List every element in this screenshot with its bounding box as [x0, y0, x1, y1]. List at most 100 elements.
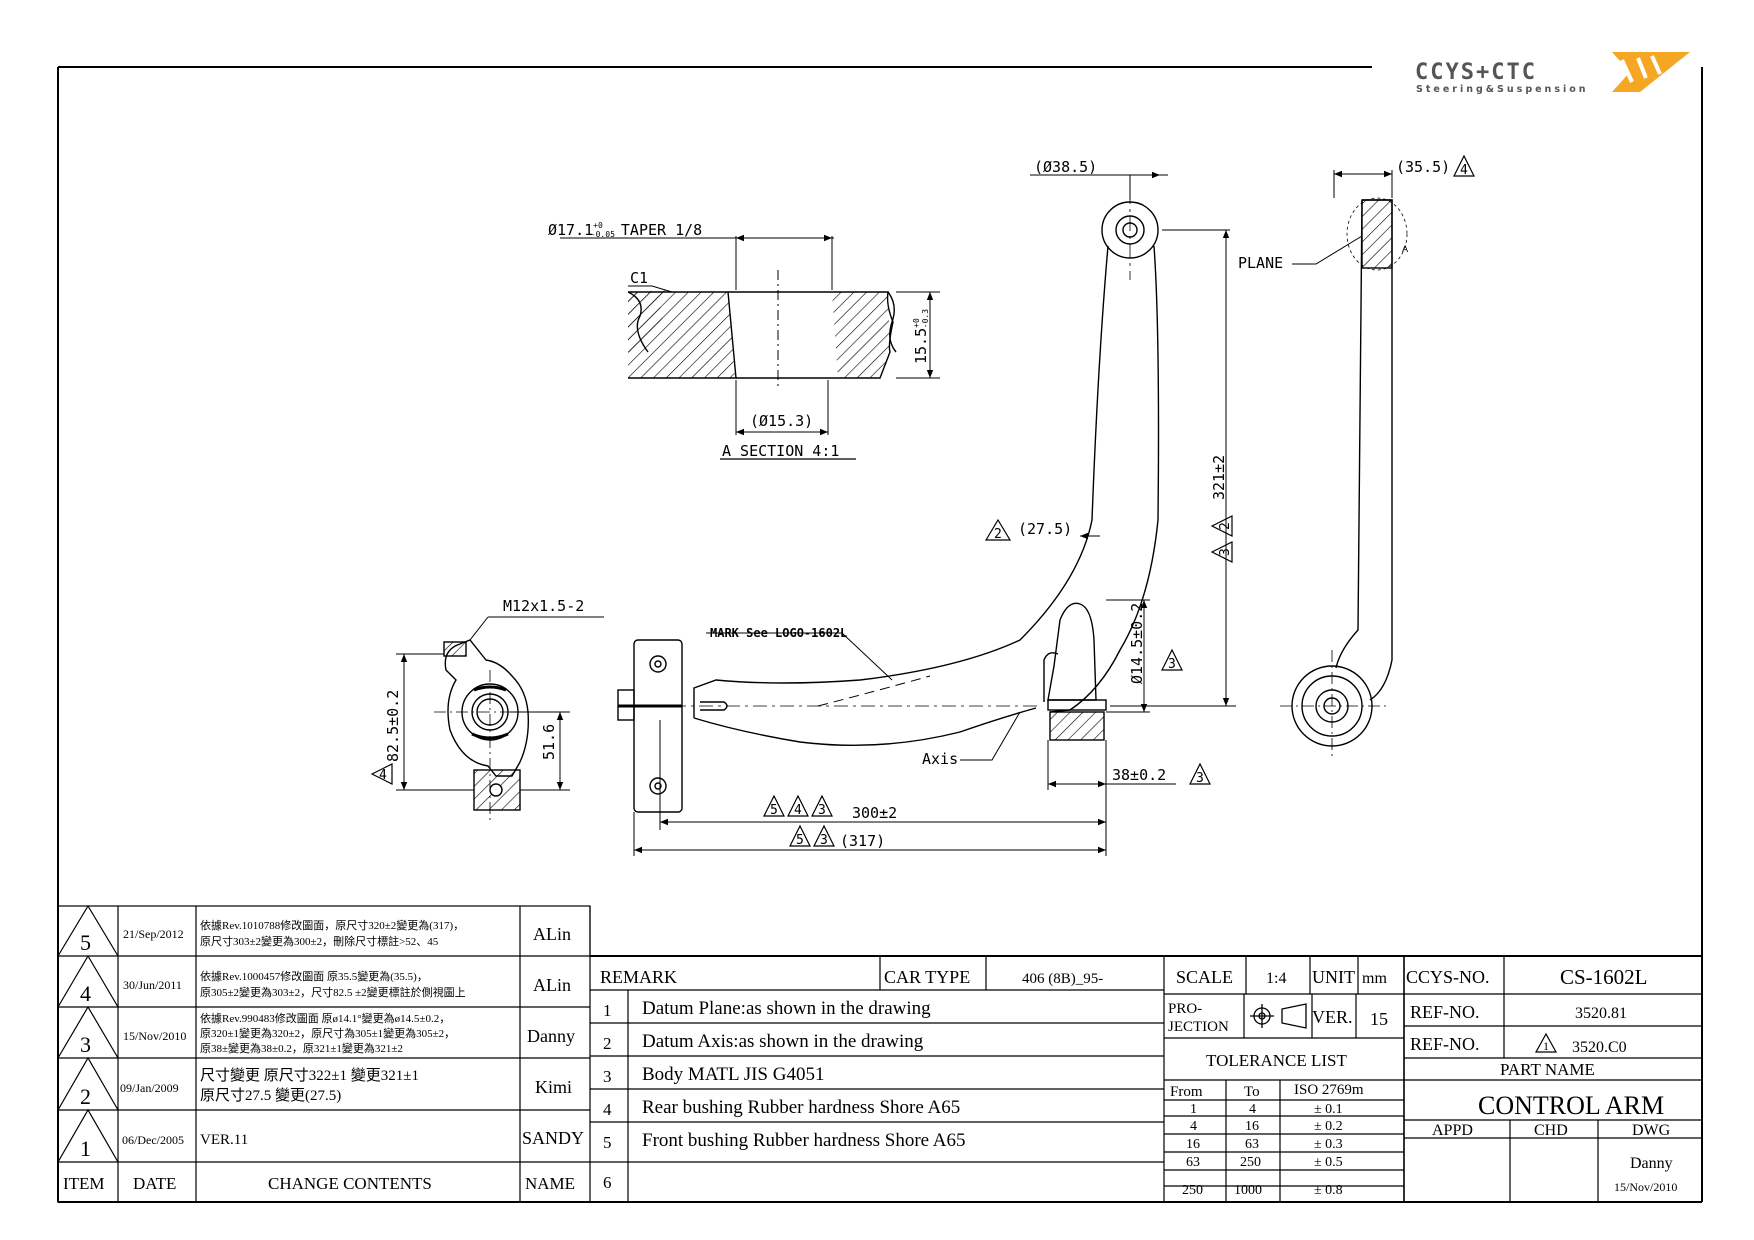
svg-text:± 0.3: ± 0.3	[1314, 1137, 1343, 1152]
side-view	[1280, 170, 1408, 760]
chamfer-label: C1	[630, 269, 648, 287]
svg-text:From: From	[1170, 1084, 1203, 1100]
ref-label: REF-NO.	[1410, 1002, 1480, 1022]
height-rev-triangles: 3 2	[1210, 515, 1233, 563]
rev-change: 原320±1變更為320±2，原尺寸為305±1變更為305±2，	[200, 1026, 455, 1040]
rev-change: 原尺寸303±2變更為300±2，刪除尺寸標註>52、45	[200, 934, 439, 948]
svg-text:± 0.2: ± 0.2	[1314, 1119, 1343, 1134]
svg-text:63: 63	[1186, 1155, 1200, 1170]
rev-item: 1	[80, 1136, 91, 1161]
remark-item: 5 Front bushing Rubber hardness Shore A65	[603, 1130, 966, 1152]
revision-row: 4 30/Jun/2011 依據Rev.1000457修改圖面 原35.5變更為…	[80, 969, 571, 1006]
svg-text:ISO 2769m: ISO 2769m	[1294, 1082, 1364, 1098]
svg-text:250: 250	[1240, 1155, 1261, 1170]
svg-text:1: 1	[1190, 1102, 1197, 1117]
projection-symbol-icon	[1250, 1003, 1307, 1029]
mark-label: MARK See LOGO-1602L	[710, 626, 847, 640]
top-eye-dia: (Ø38.5)	[1034, 158, 1097, 176]
svg-text:2: 2	[1218, 522, 1233, 530]
svg-text:2: 2	[994, 527, 1002, 542]
svg-text:5: 5	[770, 803, 778, 818]
bend-rev-triangle: 2	[984, 518, 1012, 542]
drawn-date: 15/Nov/2010	[1614, 1180, 1677, 1194]
svg-text:Body MATL JIS G4051: Body MATL JIS G4051	[642, 1064, 824, 1085]
svg-text:± 0.8: ± 0.8	[1314, 1183, 1343, 1198]
rev-change: 尺寸變更 原尺寸322±1 變更321±1	[200, 1067, 419, 1084]
revision-row: 2 09/Jan/2009 尺寸變更 原尺寸322±1 變更321±1 原尺寸2…	[80, 1067, 572, 1109]
car-type-label: CAR TYPE	[884, 967, 970, 987]
revision-row: 5 21/Sep/2012 依據Rev.1010788修改圖面，原尺寸320±2…	[80, 918, 571, 955]
remark-table-grid	[590, 955, 1702, 1202]
svg-text:Datum Plane:as shown in the dr: Datum Plane:as shown in the drawing	[642, 998, 931, 1019]
remark-title: REMARK	[600, 967, 677, 987]
svg-text:5: 5	[603, 1133, 612, 1152]
section-height-dimension: 15.5+0-0.3	[912, 309, 930, 364]
revision-table-grid	[57, 904, 591, 1203]
appd-label: APPD	[1432, 1122, 1473, 1139]
section-a-view	[560, 234, 940, 460]
rev-date: 15/Nov/2010	[123, 1029, 186, 1043]
length-rev-triangles: 5 4 3	[763, 794, 833, 818]
company-logo: CCYS+CTC Steering&Suspension	[1415, 52, 1690, 95]
svg-text:Front bushing Rubber hardness: Front bushing Rubber hardness Shore A65	[642, 1130, 966, 1151]
svg-text:4: 4	[379, 768, 387, 783]
logo-emblem-icon	[1612, 52, 1690, 92]
rev-change: 原38±變更為38±0.2，原321±1變更為321±2	[200, 1041, 403, 1055]
svg-text:NAME: NAME	[525, 1174, 575, 1193]
title-block-grid	[1164, 956, 1702, 1202]
projection-label: PRO-	[1168, 1001, 1202, 1017]
part-name-label: PART NAME	[1500, 1060, 1595, 1079]
length-ref-dimension: (317)	[840, 832, 885, 850]
drawn-by: Danny	[1630, 1155, 1673, 1172]
axis-label: Axis	[922, 750, 958, 768]
rev-date: 09/Jan/2009	[120, 1081, 179, 1095]
revision-row: 1 06/Dec/2005 VER.11 SANDY	[80, 1128, 584, 1161]
rev-change: 依據Rev.1010788修改圖面，原尺寸320±2變更為(317)，	[200, 918, 464, 932]
svg-text:4: 4	[1460, 163, 1468, 178]
unit-value: mm	[1362, 970, 1387, 987]
rev-change: VER.11	[200, 1132, 248, 1148]
rev-change: 原305±2變更為303±2，尺寸82.5 ±2變更標註於側視圖上	[200, 985, 466, 999]
rev-name: SANDY	[522, 1128, 584, 1148]
svg-text:6: 6	[603, 1173, 612, 1192]
svg-text:16: 16	[1186, 1137, 1200, 1152]
bushing-width-rev-triangle: 3	[1189, 762, 1211, 786]
svg-text:2: 2	[603, 1034, 612, 1053]
rev-name: Kimi	[535, 1077, 572, 1097]
end-offset-dimension: 51.6	[540, 724, 558, 760]
bushing-dia: Ø14.5±0.2	[1128, 603, 1146, 684]
ccys-label: CCYS-NO.	[1406, 967, 1490, 987]
svg-text:1: 1	[1543, 1039, 1549, 1053]
rev-change: 原尺寸27.5 變更(27.5)	[200, 1087, 341, 1104]
height-dimension: 321±2	[1210, 455, 1228, 500]
svg-text:4: 4	[794, 803, 802, 818]
plane-label: PLANE	[1238, 254, 1283, 272]
ref-rev-triangle: 1	[1534, 1032, 1558, 1053]
svg-text:± 0.1: ± 0.1	[1314, 1102, 1343, 1117]
bushing-dia-rev-triangle: 3	[1161, 648, 1183, 672]
svg-text:3: 3	[1168, 657, 1176, 672]
svg-text:DATE: DATE	[133, 1174, 176, 1193]
rev-item: 5	[80, 930, 91, 955]
svg-text:1000: 1000	[1234, 1183, 1262, 1198]
svg-text:4: 4	[1249, 1102, 1256, 1117]
end-height-dimension: 82.5±0.2	[384, 690, 402, 762]
rev-item: 4	[80, 981, 91, 1006]
svg-text:3: 3	[1196, 771, 1204, 786]
rev-change: 依據Rev.1000457修改圖面 原35.5變更為(35.5)，	[200, 969, 428, 983]
svg-text:16: 16	[1245, 1119, 1259, 1134]
length-dimension: 300±2	[852, 804, 897, 822]
tolerance-row: 1 4 ± 0.1	[1190, 1102, 1343, 1117]
revision-table-header: ITEM DATE CHANGE CONTENTS NAME	[63, 1174, 575, 1193]
side-width-rev-triangle: 4	[1453, 154, 1475, 178]
tolerance-title: TOLERANCE LIST	[1206, 1051, 1347, 1070]
ref-label-2: REF-NO.	[1410, 1034, 1480, 1054]
scale-value: 1:4	[1266, 970, 1286, 987]
